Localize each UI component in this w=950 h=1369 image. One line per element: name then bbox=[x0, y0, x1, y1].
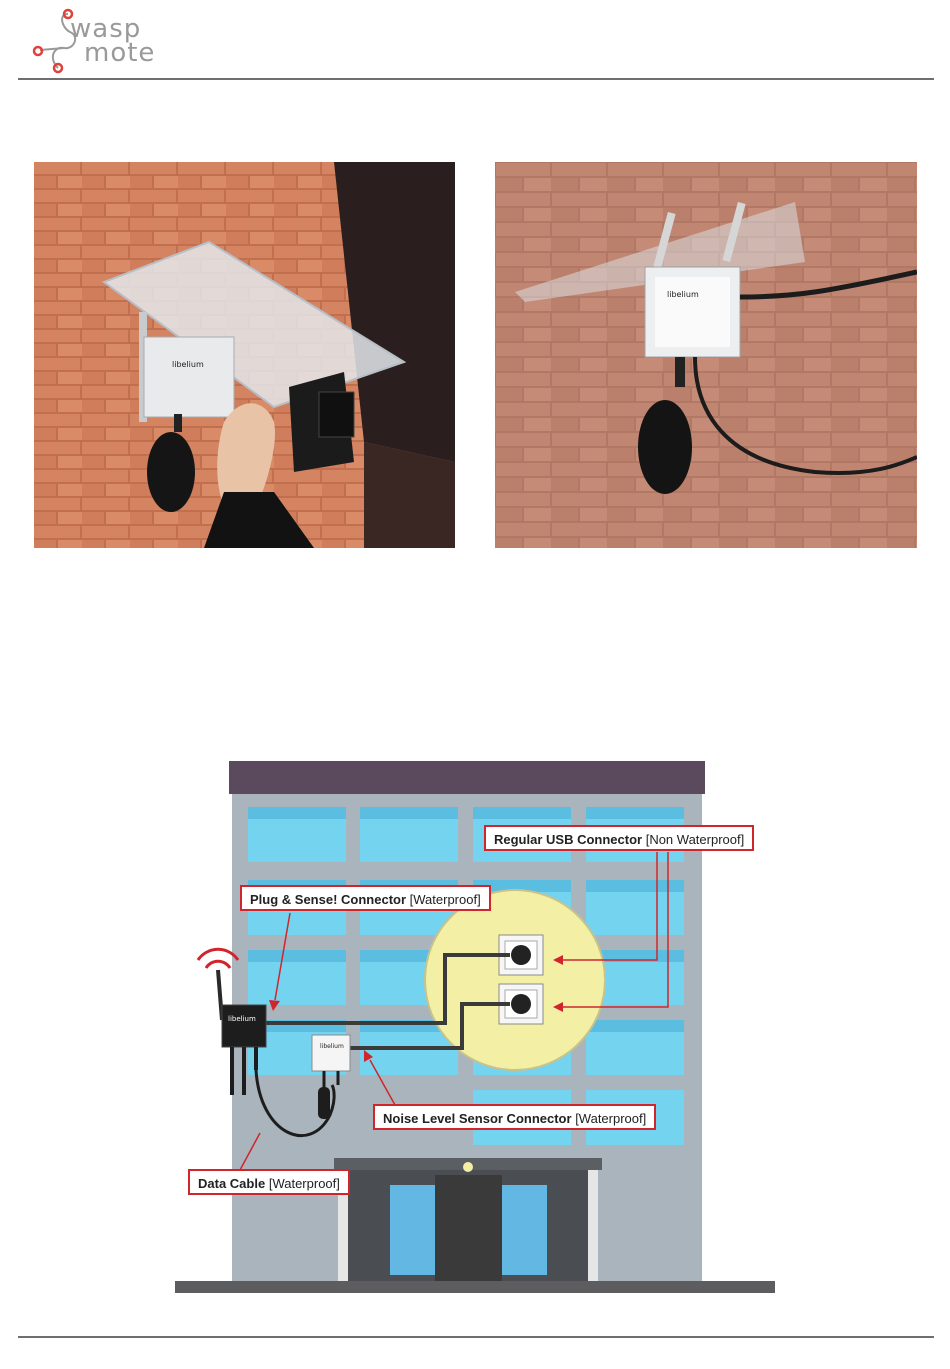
right-installation-photo: libelium bbox=[495, 162, 917, 548]
noise-connector-callout: Noise Level Sensor Connector [Waterproof… bbox=[373, 1104, 656, 1130]
logo-text-line2: mote bbox=[84, 40, 155, 66]
cable-callout-suffix: [Waterproof] bbox=[269, 1176, 340, 1191]
left-installation-photo: libelium bbox=[34, 162, 455, 548]
plug-connector-callout: Plug & Sense! Connector [Waterproof] bbox=[240, 885, 491, 911]
data-cable-callout: Data Cable [Waterproof] bbox=[188, 1169, 350, 1195]
plug-callout-suffix: [Waterproof] bbox=[410, 892, 481, 907]
noise-callout-label: Noise Level Sensor Connector bbox=[383, 1111, 572, 1126]
usb-callout-label: Regular USB Connector bbox=[494, 832, 642, 847]
noise-device-brand: libelium bbox=[320, 1043, 344, 1050]
noise-callout-suffix: [Waterproof] bbox=[575, 1111, 646, 1126]
header-rule bbox=[18, 78, 934, 80]
right-box-brand: libelium bbox=[667, 290, 699, 299]
header: wasp mote bbox=[0, 0, 950, 82]
left-box-brand: libelium bbox=[172, 360, 204, 369]
plug-callout-label: Plug & Sense! Connector bbox=[250, 892, 406, 907]
footer-rule bbox=[18, 1336, 934, 1338]
usb-connector-callout: Regular USB Connector [Non Waterproof] bbox=[484, 825, 754, 851]
usb-callout-suffix: [Non Waterproof] bbox=[646, 832, 745, 847]
connection-diagram: libelium libelium Regular USB Connector … bbox=[160, 755, 800, 1300]
cable-callout-label: Data Cable bbox=[198, 1176, 265, 1191]
plug-device-brand: libelium bbox=[228, 1015, 256, 1023]
